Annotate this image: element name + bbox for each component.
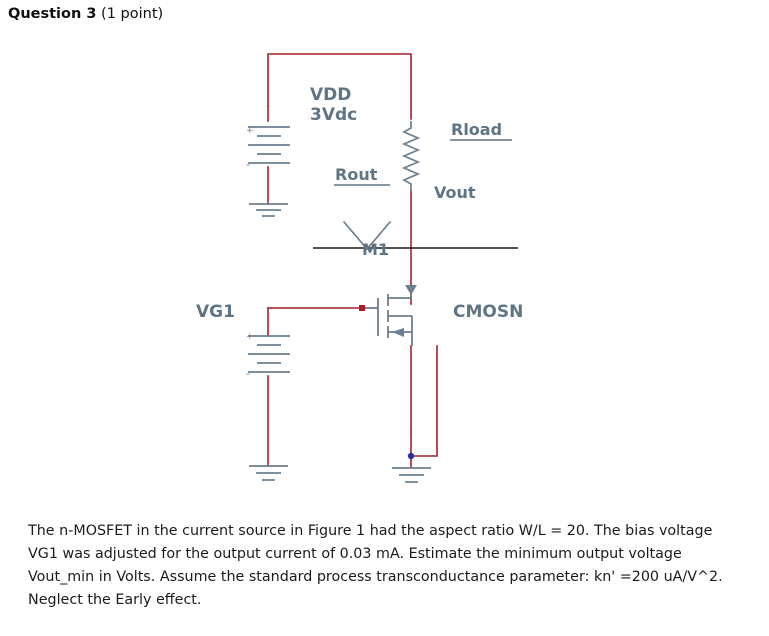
label-vout: Vout: [434, 183, 476, 202]
label-vdd-value: 3Vdc: [310, 105, 357, 125]
vg1-minus-sign: -: [246, 367, 250, 380]
label-rload: Rload: [451, 120, 502, 139]
label-vg1: VG1: [196, 302, 235, 322]
circuit-figure: + -: [0, 36, 769, 496]
question-body: The n-MOSFET in the current source in Fi…: [28, 520, 744, 613]
label-rout: Rout: [335, 165, 378, 184]
vdd-plus-sign: +: [246, 126, 254, 136]
question-points: (1 point): [101, 6, 164, 22]
vdd-minus-sign: -: [246, 158, 250, 171]
vg1-plus-sign: +: [246, 332, 254, 342]
label-m1: M1: [362, 240, 389, 259]
label-cmosn: CMOSN: [453, 302, 523, 322]
question-number: Question 3: [8, 6, 97, 22]
question-body-paragraph: The n-MOSFET in the current source in Fi…: [28, 523, 723, 609]
node-dot: [407, 452, 415, 460]
question-header: Question 3 (1 point): [8, 6, 163, 23]
label-vdd: VDD: [310, 85, 351, 105]
